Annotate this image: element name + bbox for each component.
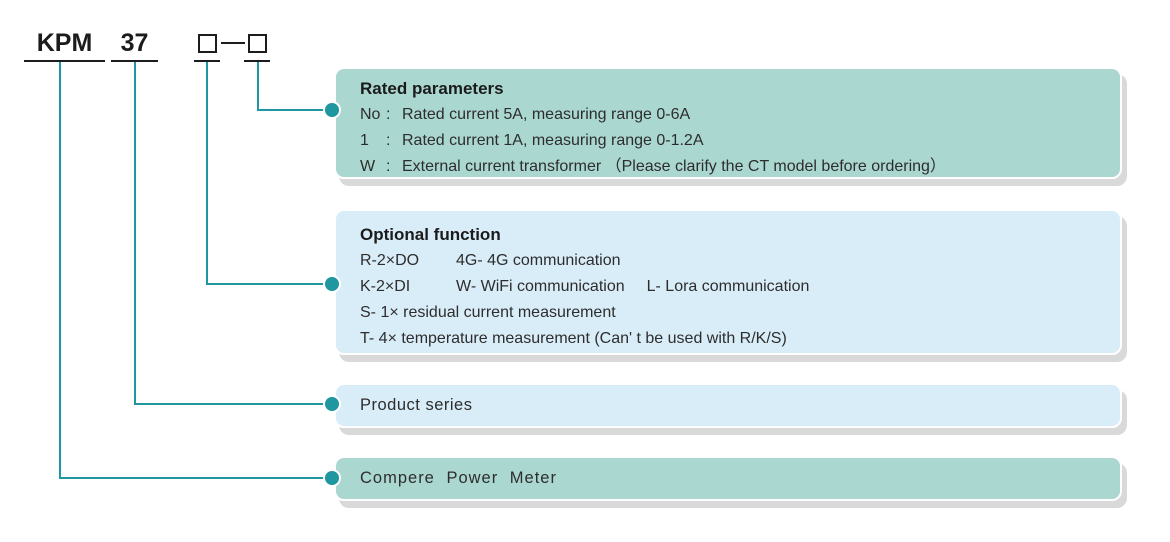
rated-row-text: Rated current 1A, measuring range 0-1.2A	[402, 132, 704, 149]
optional-function-box: Optional function R-2×DO 4G- 4G communica…	[334, 209, 1122, 355]
rated-parameters-box: Rated parameters No: Rated current 5A, me…	[334, 67, 1122, 179]
connector-line-brand-vertical	[59, 62, 61, 479]
product-series-box: Product series	[334, 383, 1122, 428]
model-code-series: 37	[120, 29, 149, 57]
rated-row: W: External current transformer （Please c…	[360, 154, 1102, 180]
placeholder-dash	[221, 42, 245, 44]
product-series-label: Product series	[360, 396, 473, 414]
optional-function-title: Optional function	[360, 225, 501, 244]
optional-row-key: R-2×DO	[360, 252, 420, 269]
optional-row-value-2: L- Lora communication	[646, 278, 810, 295]
optional-row-value: W- WiFi communication	[456, 278, 625, 295]
model-code-brand: KPM	[36, 29, 93, 57]
connector-line-series-vertical	[134, 62, 136, 405]
connector-line-optional-vertical	[206, 62, 208, 285]
connector-line-brand-horizontal	[59, 477, 325, 479]
connector-line-rated-vertical	[257, 62, 259, 111]
rated-row-key: W	[360, 158, 376, 175]
connector-line-series-horizontal	[134, 403, 325, 405]
rated-row-colon: :	[386, 158, 391, 175]
connector-line-optional-horizontal	[206, 283, 325, 285]
product-name-label: Compere Power Meter	[360, 469, 557, 487]
optional-row: S- 1× residual current measurement	[360, 304, 616, 321]
rated-row-colon: :	[386, 132, 391, 149]
rated-row-colon: :	[386, 106, 391, 123]
placeholder-square-icon	[248, 34, 267, 53]
underline-placeholder-1	[194, 60, 220, 62]
connector-line-rated-horizontal	[257, 109, 325, 111]
rated-row-key: No	[360, 106, 381, 123]
rated-row: 1: Rated current 1A, measuring range 0-1.…	[360, 128, 1102, 154]
optional-row: K-2×DI W- WiFi communication L- Lora commu…	[360, 274, 1102, 300]
underline-placeholder-2	[244, 60, 270, 62]
optional-row: T- 4× temperature measurement (Can' t be…	[360, 330, 787, 347]
connector-dot-icon	[323, 101, 341, 119]
connector-dot-icon	[323, 275, 341, 293]
product-name-box: Compere Power Meter	[334, 456, 1122, 501]
connector-dot-icon	[323, 395, 341, 413]
rated-parameters-title: Rated parameters	[360, 79, 504, 98]
optional-row-value: 4G- 4G communication	[456, 252, 621, 269]
placeholder-square-icon	[198, 34, 217, 53]
underline-brand	[24, 60, 105, 62]
rated-row: No: Rated current 5A, measuring range 0-6…	[360, 102, 1102, 128]
underline-series	[111, 60, 158, 62]
rated-row-text: External current transformer （Please cla…	[402, 158, 946, 175]
optional-row-key: K-2×DI	[360, 278, 411, 295]
rated-row-text: Rated current 5A, measuring range 0-6A	[402, 106, 691, 123]
connector-dot-icon	[323, 469, 341, 487]
optional-row: R-2×DO 4G- 4G communication	[360, 248, 1102, 274]
rated-row-key: 1	[360, 132, 369, 149]
